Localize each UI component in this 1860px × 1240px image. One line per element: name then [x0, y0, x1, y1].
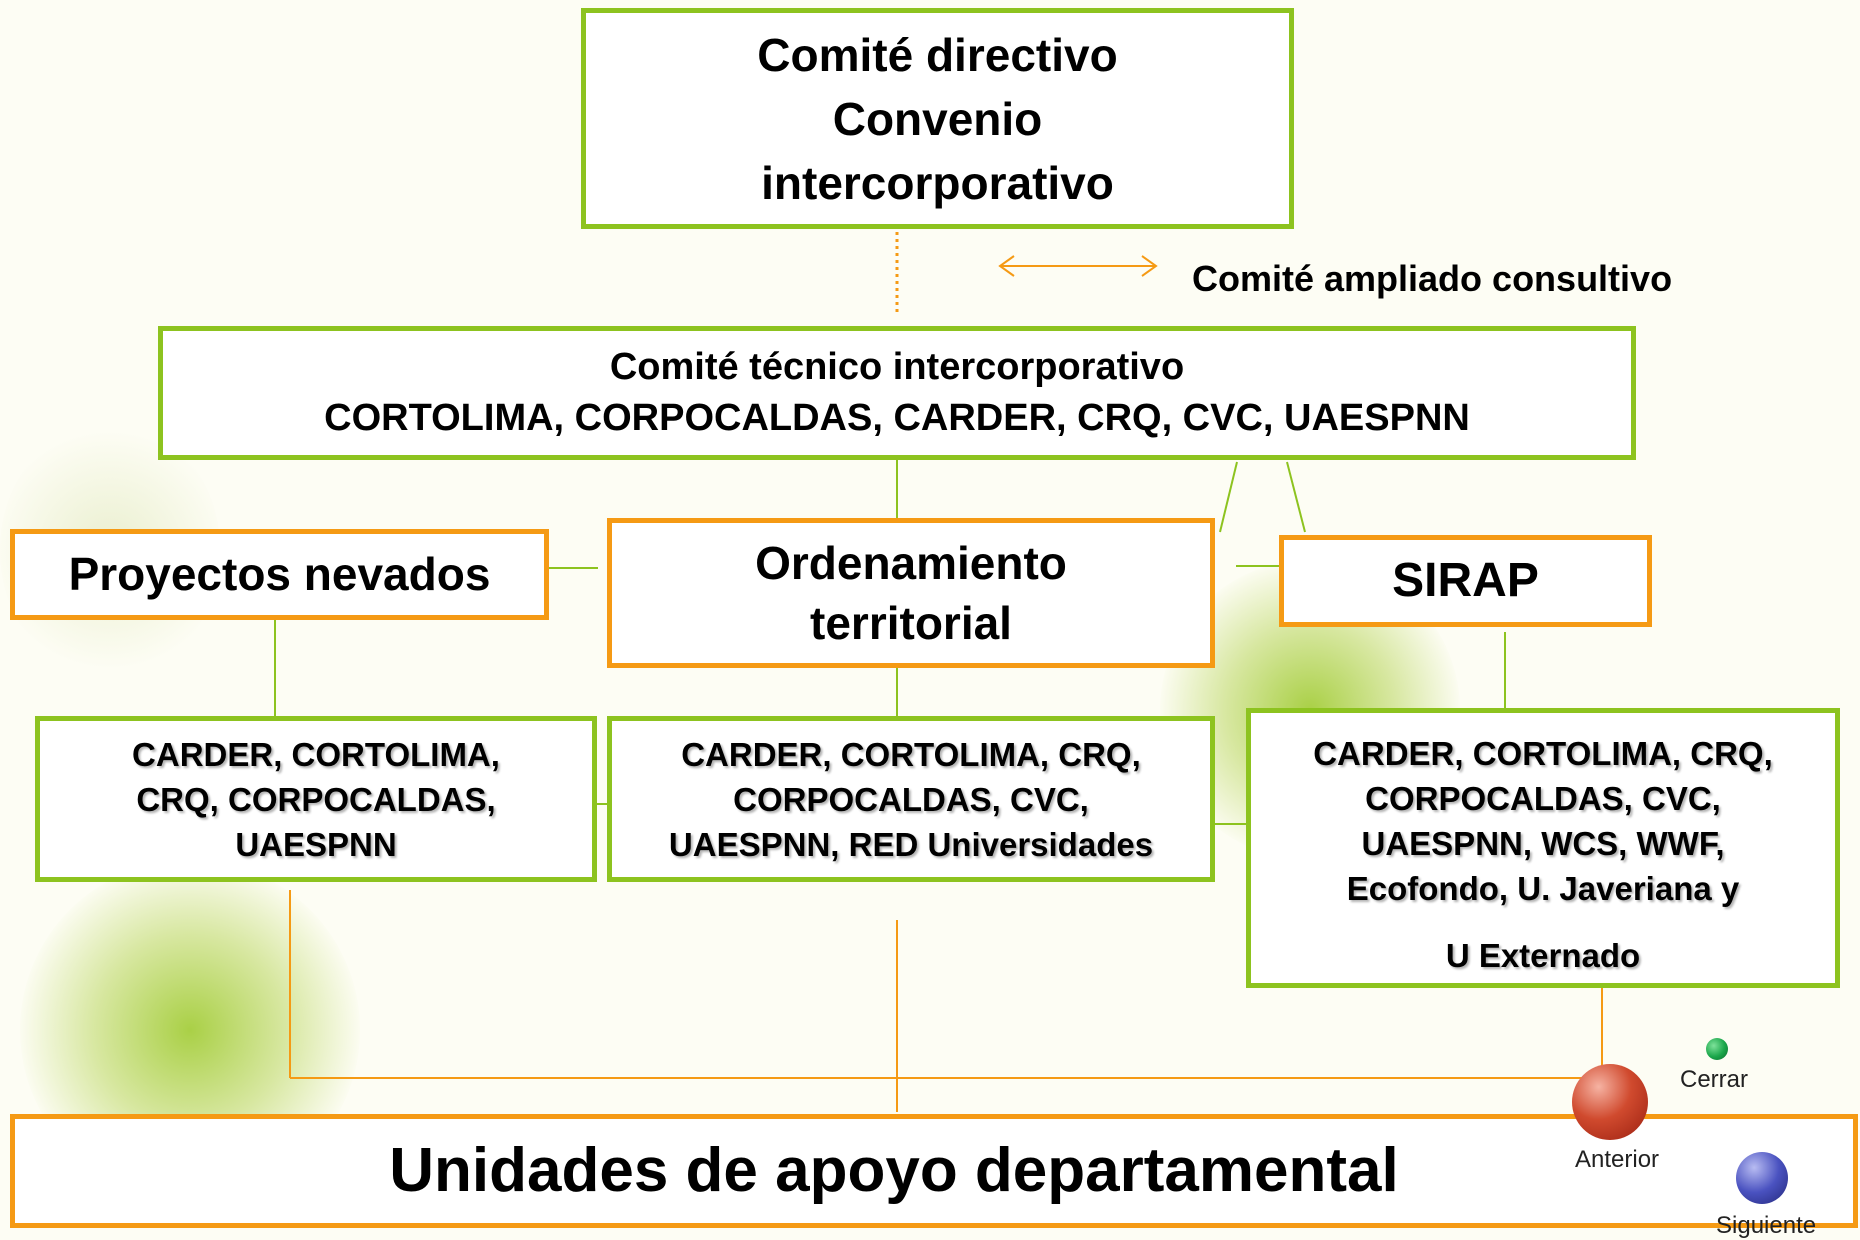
members-center-line1: CARDER, CORTOLIMA, CRQ,	[681, 735, 1141, 773]
members-right-line3: UAESPNN, WCS, WWF,	[1361, 825, 1725, 862]
comite-directivo-box: Comité directivo Convenio intercorporati…	[581, 8, 1294, 229]
connector-tecnico-diagonal-1	[1219, 461, 1238, 533]
next-ball-icon	[1736, 1152, 1788, 1204]
members-left-line1: CARDER, CORTOLIMA,	[132, 735, 500, 773]
previous-label: Anterior	[1575, 1146, 1660, 1173]
double-arrow-right-head	[1141, 255, 1158, 277]
members-left-box: CARDER, CORTOLIMA, CRQ, CORPOCALDAS, UAE…	[35, 716, 597, 882]
next-label: Siguiente	[1716, 1212, 1817, 1239]
comite-tecnico-title: Comité técnico intercorporativo	[609, 346, 1185, 388]
previous-button[interactable]: Anterior	[1570, 1064, 1680, 1176]
sirap-label: SIRAP	[1392, 554, 1539, 608]
comite-directivo-line2: Convenio	[832, 92, 1043, 145]
members-left-line2: CRQ, CORPOCALDAS,	[136, 780, 496, 818]
double-arrow-left-head	[998, 255, 1015, 277]
comite-directivo-line1: Comité directivo	[757, 28, 1118, 81]
members-right-line1: CARDER, CORTOLIMA, CRQ,	[1313, 735, 1773, 772]
proyectos-nevados-box: Proyectos nevados	[10, 529, 549, 620]
close-ball-icon	[1706, 1038, 1728, 1060]
sirap-box: SIRAP	[1279, 535, 1652, 627]
previous-ball-icon	[1572, 1064, 1648, 1140]
close-label: Cerrar	[1680, 1066, 1749, 1093]
ordenamiento-line2: territorial	[810, 597, 1012, 649]
members-right-line5: U Externado	[1445, 937, 1641, 974]
members-center-line3: UAESPNN, RED Universidades	[668, 825, 1154, 863]
ordenamiento-territorial-box: Ordenamiento territorial	[607, 518, 1215, 668]
ordenamiento-line1: Ordenamiento	[755, 537, 1067, 589]
comite-directivo-line3: intercorporativo	[761, 156, 1114, 209]
members-right-line2: CORPOCALDAS, CVC,	[1365, 780, 1721, 817]
comite-consultivo-label: Comité ampliado consultivo	[1192, 258, 1673, 299]
members-right-box: CARDER, CORTOLIMA, CRQ, CORPOCALDAS, CVC…	[1246, 708, 1840, 988]
proyectos-nevados-label: Proyectos nevados	[68, 547, 491, 600]
unidades-apoyo-box: Unidades de apoyo departamental	[10, 1114, 1858, 1228]
members-left-line3: UAESPNN	[235, 825, 397, 863]
next-button[interactable]: Siguiente	[1710, 1150, 1830, 1239]
unidades-apoyo-label: Unidades de apoyo departamental	[389, 1135, 1399, 1205]
comite-tecnico-box: Comité técnico intercorporativo CORTOLIM…	[158, 326, 1636, 460]
connector-tecnico-diagonal-2	[1286, 461, 1306, 533]
close-button[interactable]: Cerrar	[1670, 1036, 1766, 1096]
members-center-box: CARDER, CORTOLIMA, CRQ, CORPOCALDAS, CVC…	[607, 716, 1215, 882]
comite-tecnico-members: CORTOLIMA, CORPOCALDAS, CARDER, CRQ, CVC…	[324, 397, 1470, 439]
members-center-line2: CORPOCALDAS, CVC,	[733, 780, 1089, 818]
members-right-line4: Ecofondo, U. Javeriana y	[1346, 870, 1740, 907]
